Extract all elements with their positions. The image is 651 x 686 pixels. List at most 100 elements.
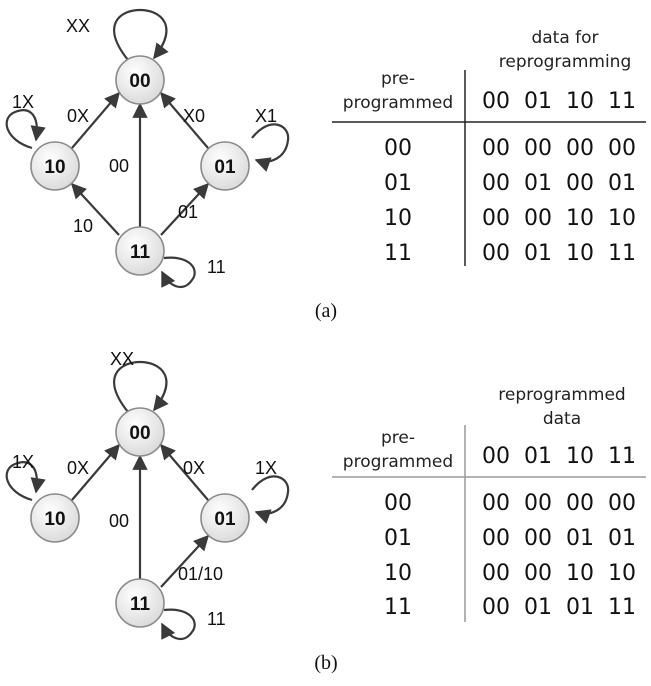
table-cell: 10 bbox=[566, 241, 594, 266]
edge-01-to-00-b bbox=[159, 443, 209, 501]
edge-label-self-10-b: 1X bbox=[12, 452, 34, 472]
table-col-header-line2: reprogramming bbox=[499, 52, 632, 72]
table-col-label: 00 bbox=[482, 444, 510, 469]
table-cell: 00 bbox=[566, 491, 594, 516]
table-cell: 01 bbox=[524, 595, 552, 620]
self-loop-10-b bbox=[5, 461, 46, 502]
table-row: 00 00 00 00 00 bbox=[384, 136, 636, 161]
edge-label-self-10-a: 1X bbox=[12, 92, 34, 112]
table-cell: 00 bbox=[482, 136, 510, 161]
table-row: 10 00 00 10 10 bbox=[384, 206, 636, 231]
table-cell: 00 bbox=[566, 136, 594, 161]
edge-label-10-00-b: 0X bbox=[67, 458, 89, 478]
table-cell: 00 bbox=[482, 171, 510, 196]
state-node-00-b: 00 bbox=[115, 407, 165, 457]
table-cell: 11 bbox=[608, 241, 636, 266]
table-col-label: 01 bbox=[524, 89, 552, 114]
edge-label-01-00-a: X0 bbox=[183, 106, 205, 126]
state-label: 00 bbox=[129, 423, 150, 444]
edge-label-11-01-b: 01/10 bbox=[178, 564, 223, 584]
table-col-label: 01 bbox=[524, 444, 552, 469]
table-row: 00 00 00 00 00 bbox=[384, 491, 636, 516]
table-cell: 01 bbox=[566, 595, 594, 620]
edge-label-self-11-a: 11 bbox=[207, 257, 226, 277]
table-cell: 00 bbox=[482, 241, 510, 266]
panel-caption-a: (a) bbox=[315, 300, 337, 322]
table-cell: 00 bbox=[482, 491, 510, 516]
table-cell: 00 bbox=[608, 491, 636, 516]
table-cell: 01 bbox=[524, 171, 552, 196]
state-label: 00 bbox=[129, 71, 150, 92]
edge-label-self-11-b: 11 bbox=[207, 609, 226, 629]
state-label: 01 bbox=[214, 509, 236, 530]
table-cell: 00 bbox=[482, 595, 510, 620]
table-cell: 00 bbox=[524, 206, 552, 231]
edge-01-to-00-a bbox=[159, 91, 209, 149]
state-node-00-a: 00 bbox=[115, 55, 165, 105]
edge-label-self-00-b: XX bbox=[110, 349, 134, 369]
edge-label-10-00-a: 0X bbox=[67, 106, 89, 126]
table-cell: 00 bbox=[566, 171, 594, 196]
state-diagram-a: 00 10 01 11 XX 1X X1 11 0X X0 00 10 01 bbox=[5, 8, 290, 289]
mapping-table-a: data for reprogramming pre- programmed 0… bbox=[332, 28, 646, 266]
self-loop-11-a bbox=[161, 256, 196, 289]
state-label: 11 bbox=[130, 594, 151, 615]
table-row-label: 11 bbox=[384, 595, 412, 620]
table-row: 01 00 00 01 01 bbox=[384, 526, 636, 551]
table-col-label: 00 bbox=[482, 89, 510, 114]
edge-label-self-00-a: XX bbox=[66, 16, 90, 36]
table-row-header-line2: programmed bbox=[343, 452, 453, 472]
state-diagram-b: 00 10 01 11 XX 1X 1X 11 0X 0X 00 01/10 bbox=[5, 349, 290, 641]
table-cell: 00 bbox=[482, 561, 510, 586]
table-row-header-line1: pre- bbox=[381, 69, 415, 89]
table-cell: 10 bbox=[566, 206, 594, 231]
table-row: 11 00 01 10 11 bbox=[384, 241, 636, 266]
edge-11-to-01-a bbox=[160, 182, 210, 236]
table-row-header-line2: programmed bbox=[343, 93, 453, 113]
edge-10-to-00-a bbox=[71, 91, 121, 149]
table-row-label: 00 bbox=[384, 136, 412, 161]
state-label: 10 bbox=[44, 157, 65, 178]
table-row-label: 10 bbox=[384, 206, 412, 231]
state-node-11-b: 11 bbox=[115, 578, 165, 628]
state-node-10-b: 10 bbox=[30, 493, 80, 543]
table-cell: 00 bbox=[482, 526, 510, 551]
table-cell: 00 bbox=[524, 136, 552, 161]
state-node-10-a: 10 bbox=[30, 141, 80, 191]
state-node-11-a: 11 bbox=[115, 226, 165, 276]
table-cell: 00 bbox=[524, 526, 552, 551]
table-row: 11 00 01 01 11 bbox=[384, 595, 636, 620]
table-col-header-line1: data for bbox=[531, 28, 598, 48]
self-loop-00-a bbox=[113, 8, 169, 61]
self-loop-01-a bbox=[251, 123, 290, 172]
self-loop-01-b bbox=[251, 475, 290, 524]
table-row: 01 00 01 00 01 bbox=[384, 171, 636, 196]
edge-label-11-00-b: 00 bbox=[109, 511, 129, 531]
table-row-label: 01 bbox=[384, 171, 412, 196]
edge-11-to-01-b bbox=[160, 534, 210, 588]
mapping-table-b: reprogrammed data pre- programmed 00 01 … bbox=[332, 385, 646, 622]
table-row-label: 10 bbox=[384, 561, 412, 586]
table-cell: 01 bbox=[608, 171, 636, 196]
table-cell: 00 bbox=[608, 136, 636, 161]
table-col-header-line2: data bbox=[543, 409, 581, 429]
self-loop-00-b bbox=[113, 360, 169, 413]
edge-11-to-10-a bbox=[70, 182, 120, 236]
table-row: 10 00 00 10 10 bbox=[384, 561, 636, 586]
table-row-header-line1: pre- bbox=[381, 428, 415, 448]
table-col-label: 10 bbox=[566, 89, 594, 114]
table-cell: 10 bbox=[566, 561, 594, 586]
table-col-header-line1: reprogrammed bbox=[498, 385, 625, 405]
edge-label-self-01-b: 1X bbox=[255, 458, 277, 478]
state-node-01-a: 01 bbox=[200, 141, 250, 191]
table-cell: 00 bbox=[524, 561, 552, 586]
table-cell: 01 bbox=[608, 526, 636, 551]
table-row-label: 01 bbox=[384, 526, 412, 551]
edge-10-to-00-b bbox=[71, 443, 121, 501]
edge-label-01-00-b: 0X bbox=[183, 458, 205, 478]
panel-a: 00 10 01 11 XX 1X X1 11 0X X0 00 10 01 bbox=[5, 8, 646, 322]
state-label: 01 bbox=[214, 157, 236, 178]
state-node-01-b: 01 bbox=[200, 493, 250, 543]
edge-label-self-01-a: X1 bbox=[255, 106, 277, 126]
